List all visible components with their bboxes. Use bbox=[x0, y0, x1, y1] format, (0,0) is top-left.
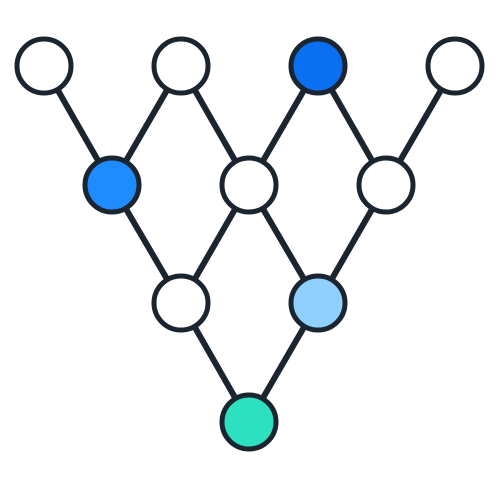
node-a3 bbox=[288, 36, 348, 96]
node-c1 bbox=[151, 273, 211, 333]
node-c2 bbox=[288, 273, 348, 333]
node-a2 bbox=[151, 36, 211, 96]
node-d1 bbox=[219, 392, 279, 452]
nodes-layer bbox=[14, 36, 485, 452]
edges-layer bbox=[41, 63, 458, 425]
node-b2 bbox=[219, 155, 279, 215]
node-a4 bbox=[425, 36, 485, 96]
node-a1 bbox=[14, 36, 74, 96]
node-b3 bbox=[356, 155, 416, 215]
node-b1 bbox=[82, 155, 142, 215]
